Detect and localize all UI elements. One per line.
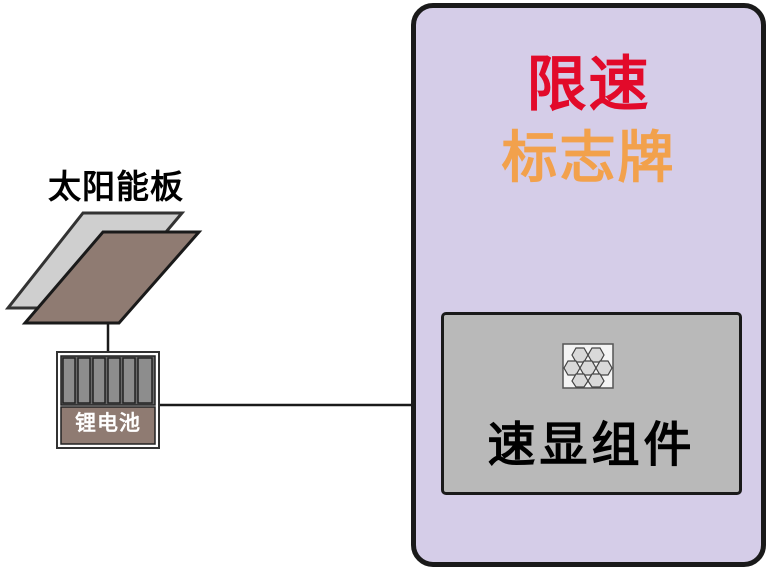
solar-panel-label: 太阳能板 bbox=[48, 167, 184, 206]
solar-panel-front bbox=[21, 230, 203, 325]
speed-display-module bbox=[441, 312, 742, 495]
battery-cells bbox=[62, 357, 153, 404]
battery-label: 锂电池 bbox=[75, 411, 141, 435]
sign-title-line2: 标志牌 bbox=[501, 126, 676, 191]
module-label: 速显组件 bbox=[487, 417, 696, 473]
lithium-battery bbox=[56, 351, 160, 449]
honeycomb-sensor-icon bbox=[562, 343, 614, 389]
sign-title-line1: 限速 bbox=[526, 50, 651, 120]
